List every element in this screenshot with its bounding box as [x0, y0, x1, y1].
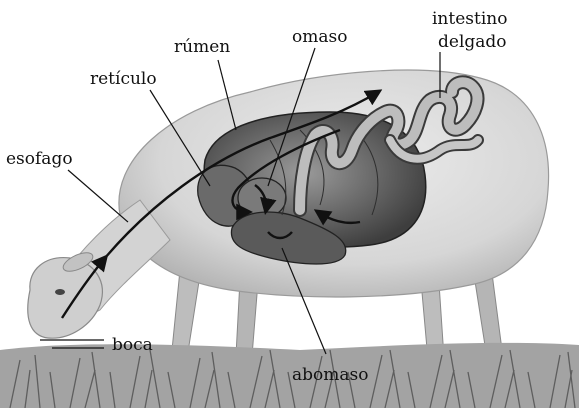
label-delgado: delgado	[438, 32, 507, 52]
label-boca: boca	[112, 335, 153, 355]
label-reticulo: retículo	[90, 69, 157, 89]
label-omaso: omaso	[292, 27, 347, 47]
grass	[0, 343, 579, 408]
sheep-eye	[55, 289, 65, 295]
label-abomaso: abomaso	[292, 365, 368, 385]
label-esofago: esofago	[6, 149, 73, 169]
label-intestino: intestino	[432, 9, 507, 29]
label-rumen: rúmen	[174, 37, 230, 57]
